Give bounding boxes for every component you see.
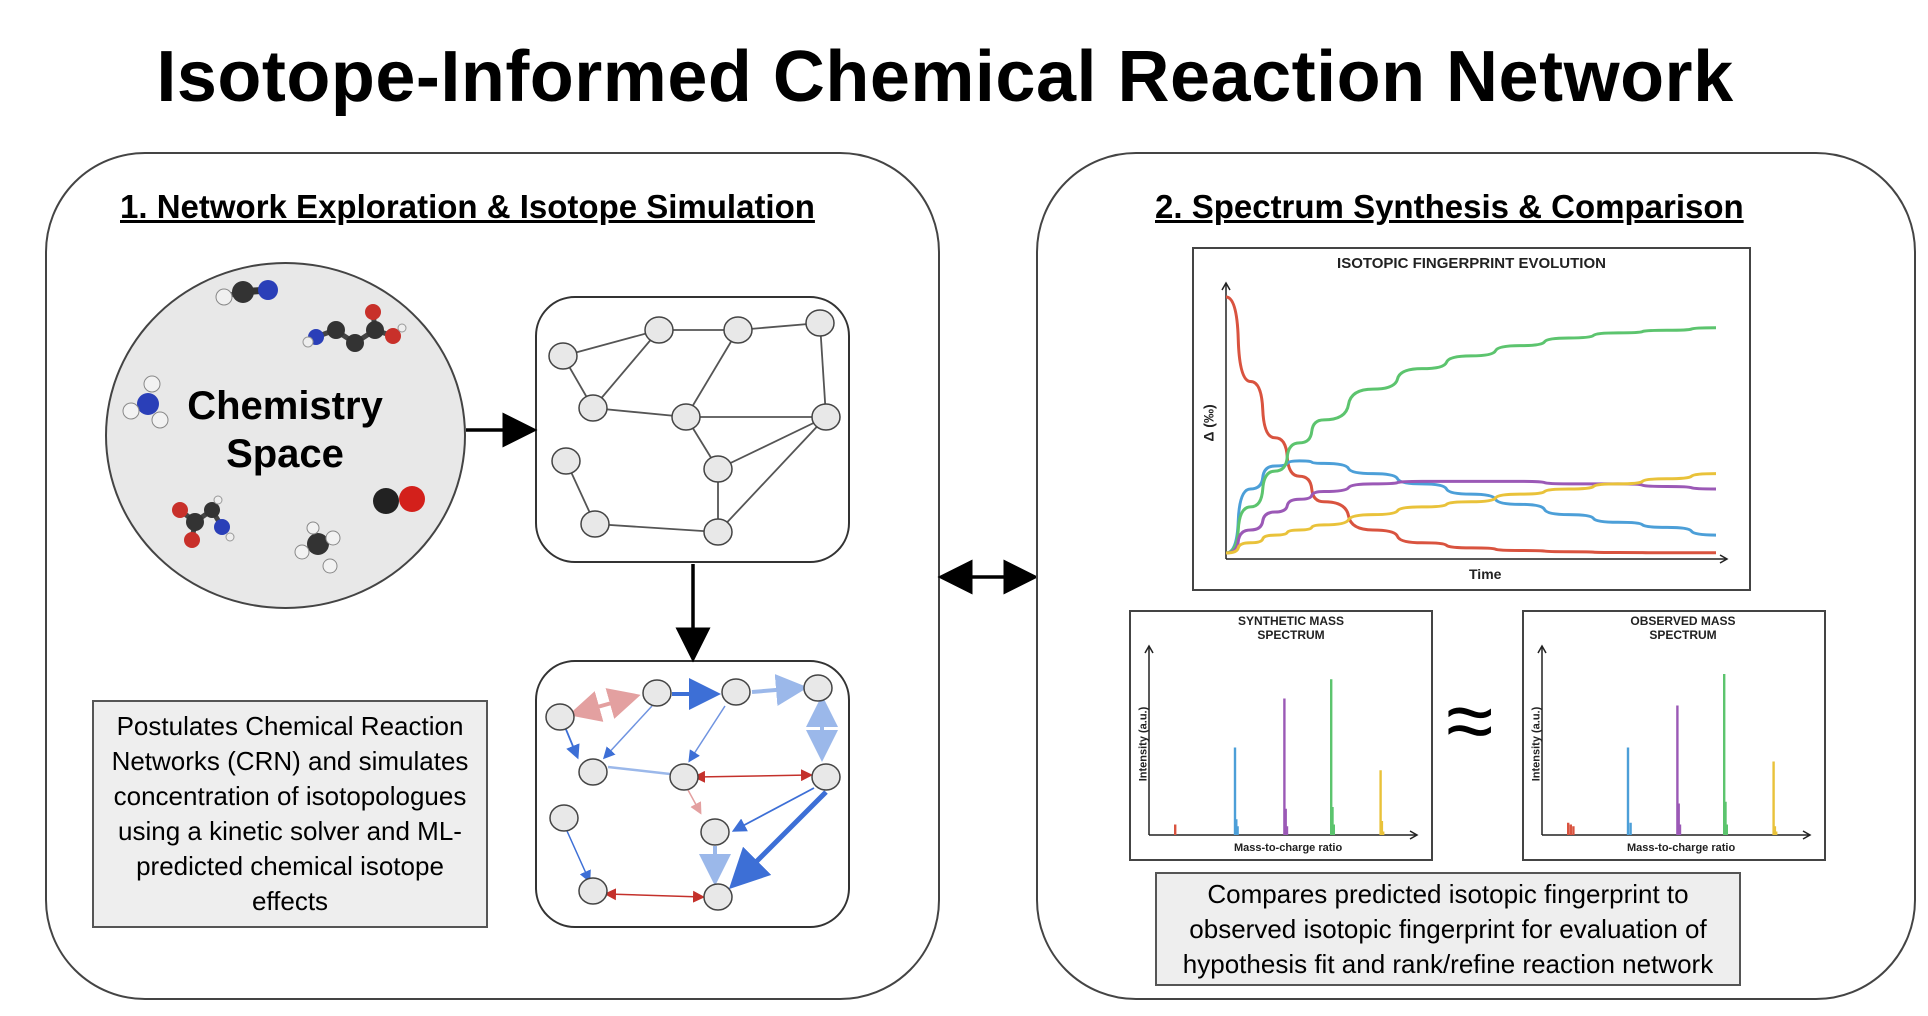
- kinetic-node: [642, 679, 672, 707]
- synthetic-spectrum-peak: [1233, 747, 1237, 835]
- synthetic-spectrum-x-arrow: [1409, 830, 1419, 840]
- network-node: [723, 316, 753, 344]
- observed-spectrum-peak: [1567, 822, 1570, 835]
- synthetic-spectrum-peak: [1382, 831, 1385, 835]
- synthetic-spectrum-peak: [1285, 826, 1289, 835]
- synthetic-spectrum-peak: [1235, 819, 1238, 835]
- observed-spectrum-peak: [1676, 705, 1679, 835]
- synthetic-spectrum-peak: [1284, 808, 1287, 835]
- network-node: [811, 403, 841, 431]
- fingerprint-series-line-4: [1225, 472, 1717, 555]
- panel2-heading: 2. Spectrum Synthesis & Comparison: [1155, 188, 1744, 225]
- synthetic-spectrum-frame: [1129, 610, 1433, 861]
- kinetic-node: [549, 804, 579, 832]
- network-node: [578, 394, 608, 422]
- observed-spectrum-title: OBSERVED MASS SPECTRUM: [1630, 614, 1736, 642]
- chemistry-space-circle: [105, 262, 466, 609]
- chemistry-space-label: Chemistry Space: [170, 382, 400, 478]
- figure-title: Isotope-Informed Chemical Reaction Netwo…: [156, 37, 1734, 117]
- fingerprint-axes: [1221, 281, 1729, 564]
- kinetic-node: [703, 883, 733, 911]
- synthetic-spectrum-axes: [1144, 644, 1419, 840]
- synthetic-spectrum-peak: [1379, 770, 1382, 835]
- panel1-heading: 1. Network Exploration & Isotope Simulat…: [120, 188, 815, 225]
- observed-spectrum-peak: [1572, 826, 1575, 835]
- network-node: [703, 518, 733, 546]
- hcn-molecule-icon: [215, 280, 278, 306]
- observed-spectrum-peak: [1775, 831, 1778, 835]
- synthetic-spectrum-peak: [1236, 826, 1239, 835]
- observed-spectrum-peak: [1725, 824, 1728, 835]
- network-node: [703, 455, 733, 483]
- amino-acid-molecule-icon: [302, 304, 407, 352]
- fingerprint-series-line-2: [1225, 326, 1717, 555]
- observed-spectrum-x-arrow: [1802, 830, 1812, 840]
- fingerprint-x-arrow: [1719, 554, 1729, 564]
- network-node: [548, 342, 578, 370]
- chemistry-space-line1: Chemistry: [187, 384, 383, 428]
- observed-spectrum-axes: [1537, 644, 1812, 840]
- observed-spectrum-peak: [1626, 747, 1630, 835]
- synthetic-spectrum-title: SYNTHETIC MASS SPECTRUM: [1237, 614, 1344, 642]
- synthetic-spectrum-peak: [1174, 824, 1177, 835]
- observed-spectrum-y-arrow: [1537, 644, 1547, 654]
- fingerprint-chart-title: ISOTOPIC FINGERPRINT EVOLUTION: [1337, 255, 1606, 272]
- observed-spectrum-peak: [1724, 801, 1727, 835]
- kinetic-node: [803, 674, 833, 702]
- carbon-monoxide-molecule-icon: [373, 486, 425, 514]
- synthetic-spectrum-peak: [1332, 824, 1335, 835]
- fingerprint-x-label: Time: [1469, 566, 1502, 582]
- methane-molecule-icon: [294, 521, 341, 574]
- observed-spectrum-peak: [1772, 761, 1775, 835]
- kinetic-node: [811, 763, 841, 791]
- network-node: [805, 309, 835, 337]
- kinetic-node: [545, 703, 575, 731]
- observed-spectrum-peak: [1677, 803, 1680, 835]
- synthetic-spectrum-peak: [1330, 679, 1333, 835]
- panel1-caption: Postulates Chemical Reaction Networks (C…: [92, 700, 488, 928]
- glycine-molecule-icon: [172, 495, 235, 548]
- kinetic-node: [700, 818, 730, 846]
- synthetic-spectrum-peak: [1283, 698, 1286, 835]
- observed-spectrum-peak: [1678, 824, 1682, 835]
- kinetic-node: [578, 877, 608, 905]
- synthetic-spectrum-peak: [1380, 821, 1384, 835]
- synthetic-spectrum-peak: [1331, 807, 1334, 835]
- fingerprint-series-line-0: [1225, 295, 1716, 555]
- network-node: [580, 510, 610, 538]
- synthetic-x-label: Mass-to-charge ratio: [1234, 842, 1343, 854]
- fingerprint-series-line-1: [1225, 459, 1717, 555]
- approximately-equal-symbol: ≈: [1446, 673, 1494, 769]
- network-node: [671, 403, 701, 431]
- observed-spectrum-peak: [1629, 822, 1632, 835]
- observed-x-label: Mass-to-charge ratio: [1627, 842, 1736, 854]
- fingerprint-y-arrow: [1221, 281, 1231, 291]
- network-node: [644, 316, 674, 344]
- panel2-caption: Compares predicted isotopic fingerprint …: [1155, 872, 1741, 986]
- synthetic-spectrum-y-arrow: [1144, 644, 1154, 654]
- observed-spectrum-frame: [1522, 610, 1826, 861]
- kinetic-node: [669, 763, 699, 791]
- observed-spectrum-peak: [1773, 826, 1777, 835]
- ammonia-molecule-icon: [122, 375, 169, 429]
- kinetic-node: [578, 758, 608, 786]
- observed-spectrum-peak: [1569, 824, 1572, 835]
- kinetic-node: [721, 678, 751, 706]
- network-node: [551, 447, 581, 475]
- chemistry-space-line2: Space: [226, 432, 344, 476]
- observed-spectrum-peak: [1723, 674, 1726, 835]
